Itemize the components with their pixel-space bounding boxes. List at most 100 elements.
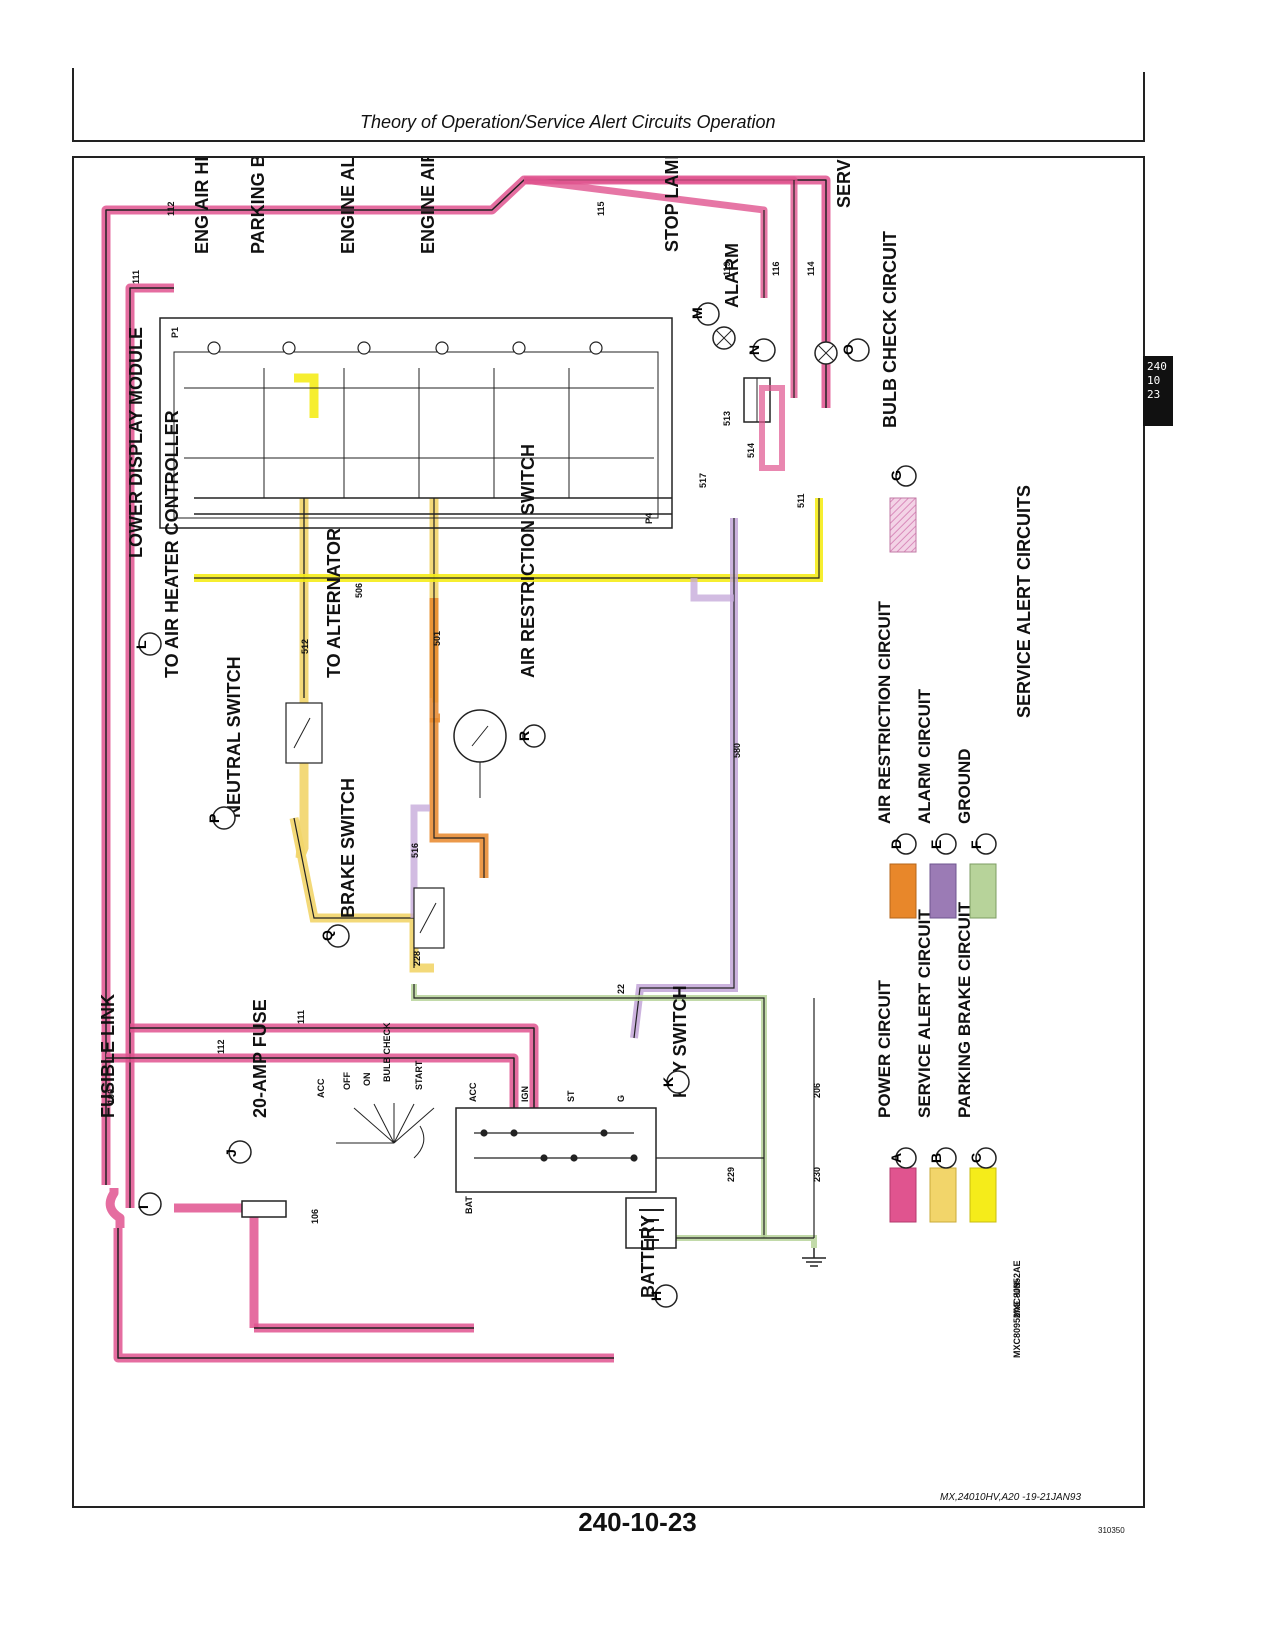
svg-text:P: P (206, 814, 222, 823)
label-parking-brake: PARKING BRAKE (248, 158, 268, 254)
label-bulb-check-circuit: BULB CHECK CIRCUIT (880, 231, 900, 428)
wire-106: 106 (310, 1209, 320, 1224)
label-fusible-link: FUSIBLE LINK (98, 994, 118, 1118)
callout-o: O (840, 338, 870, 362)
svg-text:B: B (928, 1153, 944, 1163)
legend-label-f: GROUND (955, 748, 974, 824)
key-pos-on: ON (362, 1073, 372, 1087)
label-brake-switch: BRAKE SWITCH (338, 778, 358, 918)
section-tab-line2: 10 (1147, 374, 1161, 387)
wire-115: 115 (596, 201, 606, 216)
legend-item-b: B SERVICE ALERT CIRCUIT (915, 909, 957, 1223)
wire-506: 506 (354, 583, 364, 598)
section-tab-line3: 23 (1147, 388, 1161, 401)
key-pos-bulb-check: BULB CHECK (382, 1022, 392, 1082)
wire-228: 228 (412, 951, 422, 966)
callout-i: I (135, 1192, 162, 1216)
diagram-title: SERVICE ALERT CIRCUITS (1014, 485, 1034, 718)
key-pos-acc: ACC (316, 1078, 326, 1098)
figure-frame (72, 156, 1145, 1508)
svg-text:A: A (888, 1153, 904, 1163)
legend-item-a: A POWER CIRCUIT (875, 980, 917, 1223)
page-number: 240-10-23 (578, 1507, 697, 1537)
figure-id: MXC80952AE (1012, 1260, 1022, 1318)
label-key-switch: KEY SWITCH (670, 985, 690, 1098)
callout-letters: M N O L R P Q K J I H (133, 302, 870, 1308)
wire-112-mid: 112 (216, 1039, 226, 1054)
wire-112-top: 112 (166, 201, 176, 216)
svg-text:K: K (660, 1077, 676, 1087)
label-to-alternator: TO ALTERNATOR (324, 528, 344, 678)
wire-229: 229 (726, 1167, 736, 1182)
alarm-loop (759, 385, 785, 471)
wire-numbers: 112 115 111 119 116 114 513 514 517 511 … (106, 201, 822, 1224)
header-rule (72, 140, 1145, 142)
wire-114: 114 (806, 261, 816, 276)
service-alert-wires (194, 373, 823, 973)
callout-j: J (223, 1140, 252, 1164)
alarm-horn-icon (743, 377, 771, 423)
legend-item-d: D AIR RESTRICTION CIRCUIT (875, 601, 917, 919)
label-engine-air-filter: ENGINE AIR FILTER (418, 158, 438, 254)
terminal-ign: IGN (520, 1086, 530, 1102)
svg-text:R: R (516, 731, 532, 741)
wire-501: 501 (432, 631, 442, 646)
key-terminal-labels: ACC IGN ST G BAT (464, 1082, 626, 1214)
legend-label-d: AIR RESTRICTION CIRCUIT (875, 601, 894, 825)
neutral-switch-symbol (285, 702, 323, 764)
wire-513: 513 (722, 411, 732, 426)
callout-q: Q (319, 924, 350, 948)
svg-text:J: J (223, 1149, 239, 1157)
footer-small: 310350 (1098, 1526, 1125, 1535)
air-restriction-switch-symbol (453, 709, 507, 798)
fuse-icon (241, 1200, 287, 1218)
legend-item-e: E ALARM CIRCUIT (915, 688, 957, 919)
ground-wires (411, 984, 817, 1248)
section-tab: 240 10 23 (1143, 356, 1173, 426)
callout-n: N (746, 338, 776, 362)
label-neutral-switch: NEUTRAL SWITCH (224, 656, 244, 818)
lower-display-module-box (159, 317, 673, 529)
wire-22: 22 (616, 984, 626, 994)
svg-text:G: G (888, 470, 904, 481)
legend-label-c: PARKING BRAKE CIRCUIT (955, 901, 974, 1118)
label-engine-alt-volts: ENGINE ALT VOLTS (338, 158, 358, 254)
brake-switch-symbol (413, 887, 445, 949)
wire-514: 514 (746, 443, 756, 458)
svg-text:Q: Q (319, 930, 335, 941)
terminal-acc: ACC (468, 1082, 478, 1102)
svg-text:E: E (928, 840, 944, 849)
wire-111-mid: 111 (296, 1010, 306, 1024)
header-right-rule (1143, 72, 1145, 142)
pin-p4: P4 (644, 513, 654, 524)
label-alarm: ALARM (722, 243, 742, 308)
legend-item-f: F GROUND (955, 748, 997, 919)
svg-text:H: H (648, 1291, 664, 1301)
key-pos-off: OFF (342, 1072, 352, 1090)
pin-p1: P1 (170, 327, 180, 338)
key-pos-start: START (414, 1060, 424, 1090)
svg-text:L: L (133, 640, 149, 649)
service-alert-lamp-icon (814, 341, 838, 365)
component-labels: ENG AIR HEATER PARKING BRAKE ENGINE ALT … (98, 158, 900, 1298)
key-position-labels: ACC OFF ON BULB CHECK START (316, 1022, 424, 1098)
module-diode-rows (184, 368, 654, 498)
key-position-dial (336, 1103, 435, 1159)
terminal-st: ST (566, 1090, 576, 1102)
callout-m: M (689, 302, 720, 326)
callout-p: P (206, 806, 236, 830)
label-air-restriction-switch: AIR RESTRICTION SWITCH (518, 444, 538, 678)
label-stop-lamp: STOP LAMP (662, 158, 682, 252)
wire-111-top: 111 (131, 270, 141, 284)
label-service-alert-lamp: SERVICE ALERT LAMP (834, 158, 854, 208)
wire-206: 206 (812, 1083, 822, 1098)
svg-text:F: F (968, 840, 984, 849)
svg-text:I: I (135, 1205, 151, 1209)
wire-517: 517 (698, 473, 708, 488)
svg-text:M: M (689, 307, 705, 319)
wire-512: 512 (300, 639, 310, 654)
wiring-diagram: 112 115 111 119 116 114 513 514 517 511 … (98, 158, 1034, 1363)
legend-item-g: G (888, 465, 917, 553)
legend-label-b: SERVICE ALERT CIRCUIT (915, 909, 934, 1118)
key-switch-box (455, 1107, 657, 1193)
